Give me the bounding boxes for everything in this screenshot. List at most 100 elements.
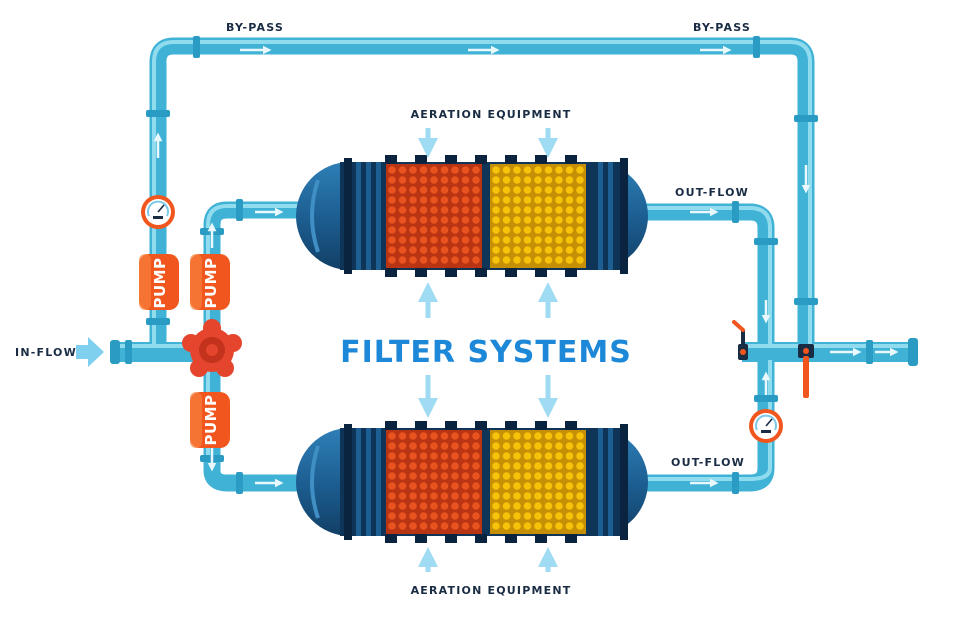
filter-bead (409, 452, 417, 460)
filter-bead (502, 176, 511, 184)
pump-left[interactable]: PUMP (139, 254, 179, 310)
aeration-label-bottom: AERATION EQUIPMENT (411, 584, 572, 597)
ball-valve-icon[interactable] (798, 344, 814, 398)
filter-bead (513, 226, 521, 234)
filter-bead (492, 502, 500, 510)
filter-bead (451, 196, 459, 204)
filter-bead (534, 522, 542, 530)
filter-bead (534, 512, 542, 520)
filter-bead (419, 432, 428, 440)
filter-bead (440, 502, 449, 510)
filter-bead (555, 442, 563, 450)
filter-bead (576, 512, 584, 520)
filter-bead (502, 492, 511, 500)
filter-bead (409, 432, 417, 440)
filter-bead (388, 462, 396, 470)
filter-bead (565, 452, 574, 460)
filter-bead (430, 492, 438, 500)
valve-wheel-icon[interactable] (182, 319, 242, 377)
filter-bead (440, 236, 449, 244)
filter-bead (461, 186, 470, 194)
filter-bead (513, 206, 521, 214)
filter-bead (502, 236, 511, 244)
filter-bead (492, 512, 500, 520)
filter-bead (388, 216, 396, 224)
pump-bottom[interactable]: PUMP (190, 392, 230, 448)
filter-bead (576, 196, 584, 204)
filter-bead (565, 246, 574, 254)
filter-bead (388, 196, 396, 204)
filter-bead (430, 462, 438, 470)
outflow-label-top: OUT-FLOW (675, 186, 749, 199)
filter-bead (451, 236, 459, 244)
filter-bead (544, 452, 553, 460)
filter-bead (565, 166, 574, 174)
filter-bead (544, 206, 553, 214)
filter-bead (430, 512, 438, 520)
filter-bead (565, 226, 574, 234)
pump-middle[interactable]: PUMP (190, 254, 230, 310)
filter-bead (440, 492, 449, 500)
filter-bead (419, 462, 428, 470)
filter-bead (419, 216, 428, 224)
filter-bead (461, 256, 470, 264)
filter-bead (440, 216, 449, 224)
filter-bead (565, 472, 574, 480)
filter-bead (388, 206, 396, 214)
filter-bead (451, 492, 459, 500)
filter-bead (513, 452, 521, 460)
filter-bead (398, 512, 407, 520)
filter-bead (523, 442, 532, 450)
filter-bead (523, 522, 532, 530)
filter-bead (461, 502, 470, 510)
filter-bead (513, 256, 521, 264)
filter-bead (565, 482, 574, 490)
filter-bead (398, 502, 407, 510)
filter-bead (544, 166, 553, 174)
filter-bead (440, 176, 449, 184)
filter-bead (419, 186, 428, 194)
filter-bead (472, 186, 480, 194)
filter-bead (555, 236, 563, 244)
filter-bead (534, 502, 542, 510)
filter-bead (440, 472, 449, 480)
filter-bead (388, 492, 396, 500)
filter-bead (576, 522, 584, 530)
filter-bead (388, 166, 396, 174)
filter-bead (440, 166, 449, 174)
filter-bead (576, 502, 584, 510)
filter-bead (544, 502, 553, 510)
ball-valve-icon[interactable] (732, 320, 748, 360)
filter-bead (461, 176, 470, 184)
filter-bead (565, 462, 574, 470)
filter-bead (409, 166, 417, 174)
filter-bead (523, 206, 532, 214)
filter-bead (544, 442, 553, 450)
filter-bead (451, 502, 459, 510)
filter-bead (398, 522, 407, 530)
filter-bead (544, 176, 553, 184)
filter-bead (472, 166, 480, 174)
filter-bead (398, 452, 407, 460)
filter-bead (388, 432, 396, 440)
filter-bead (544, 236, 553, 244)
filter-bead (576, 216, 584, 224)
filter-bead (461, 452, 470, 460)
filter-bead (388, 472, 396, 480)
filter-bead (523, 216, 532, 224)
filter-bead (388, 452, 396, 460)
filter-bead (451, 216, 459, 224)
filter-bead (430, 472, 438, 480)
filter-bead (544, 462, 553, 470)
filter-bead (451, 472, 459, 480)
filter-bead (388, 256, 396, 264)
filter-bead (388, 246, 396, 254)
filter-bead (398, 236, 407, 244)
filter-bead (576, 186, 584, 194)
filter-bead (461, 462, 470, 470)
filter-bead (492, 492, 500, 500)
filter-bead (565, 442, 574, 450)
filter-bead (565, 522, 574, 530)
filter-bead (555, 492, 563, 500)
filter-bead (555, 246, 563, 254)
